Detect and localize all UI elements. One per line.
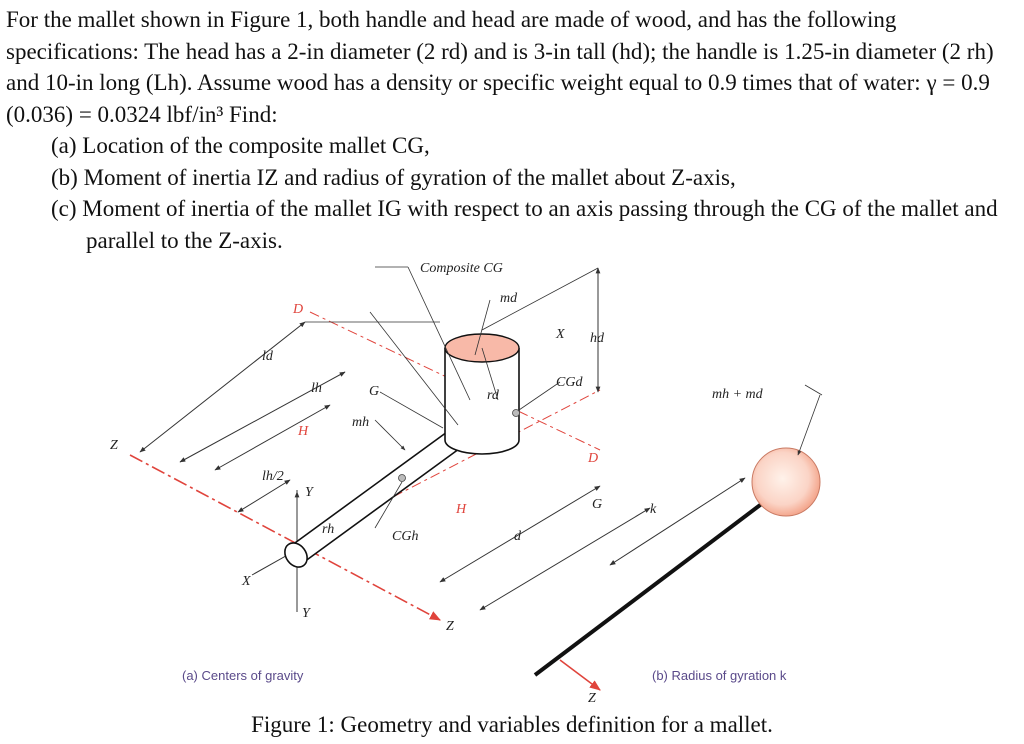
label-mh: mh <box>352 415 369 430</box>
label-h-left: H <box>297 424 309 439</box>
z-axis-line-right <box>559 659 601 691</box>
mass-leader-top <box>804 384 823 396</box>
composite-leader-3 <box>369 311 459 426</box>
item-a: (a) Location of the composite mallet CG, <box>51 133 430 158</box>
label-h-mid: H <box>455 502 467 517</box>
lh-half-dimension <box>237 479 291 513</box>
d-distance <box>479 507 651 611</box>
label-z-mid: Z <box>446 619 454 634</box>
label-hd: hd <box>590 331 605 346</box>
label-g-left: G <box>369 384 379 399</box>
H-dimension <box>214 404 331 471</box>
label-ld: ld <box>262 349 274 364</box>
caption-b: (b) Radius of gyration k <box>652 668 787 683</box>
label-y-top: Y <box>305 485 315 500</box>
figure-1: Composite CG md hd X CGd rd D ld lh G mh… <box>0 252 1024 744</box>
label-y-bottom: Y <box>302 606 312 621</box>
g-leader <box>379 391 444 429</box>
problem-statement: For the mallet shown in Figure 1, both h… <box>6 4 1018 256</box>
label-x-top: X <box>555 327 565 342</box>
mass-sphere <box>751 447 821 517</box>
cgh-leader <box>374 481 403 529</box>
label-x-left: X <box>241 574 251 589</box>
k-dimension <box>609 477 746 566</box>
label-cgh: CGh <box>392 529 418 544</box>
figure-caption: Figure 1: Geometry and variables definit… <box>251 712 773 737</box>
mh-leader <box>374 419 406 451</box>
label-g-right: G <box>592 497 602 512</box>
label-md: md <box>500 291 518 306</box>
dimension-bottom <box>439 485 601 583</box>
cgd-leader <box>518 381 561 411</box>
label-cgd: CGd <box>556 375 583 390</box>
label-d-top: D <box>292 302 303 317</box>
composite-leader <box>407 266 471 401</box>
label-k: k <box>650 502 657 517</box>
label-composite-cg: Composite CG <box>420 261 503 276</box>
ld-dimension <box>139 321 306 453</box>
label-rd: rd <box>487 388 500 403</box>
head-axis-line <box>309 311 601 451</box>
label-lh: lh <box>311 381 322 396</box>
problem-intro: For the mallet shown in Figure 1, both h… <box>6 7 994 127</box>
head <box>444 333 520 455</box>
md-leader <box>474 299 491 356</box>
label-rh: rh <box>322 522 334 537</box>
label-lh-half: lh/2 <box>262 469 284 484</box>
mass-leader <box>797 394 821 456</box>
mallet-diagram: Composite CG md hd X CGd rd D ld lh G mh… <box>110 261 823 706</box>
problem-items: (a) Location of the composite mallet CG,… <box>6 130 1018 256</box>
label-z-right: Z <box>588 691 596 706</box>
label-mass-sum: mh + md <box>712 387 764 402</box>
item-c: (c) Moment of inertia of the mallet IG w… <box>51 196 998 253</box>
gyration-bar <box>533 488 782 677</box>
label-d-dist: d <box>514 529 522 544</box>
head-extension <box>481 267 599 331</box>
label-d-right: D <box>587 451 598 466</box>
item-b: (b) Moment of inertia IZ and radius of g… <box>51 164 736 190</box>
z-axis-line <box>129 454 441 621</box>
caption-a: (a) Centers of gravity <box>182 668 304 683</box>
label-z-left: Z <box>110 438 118 453</box>
